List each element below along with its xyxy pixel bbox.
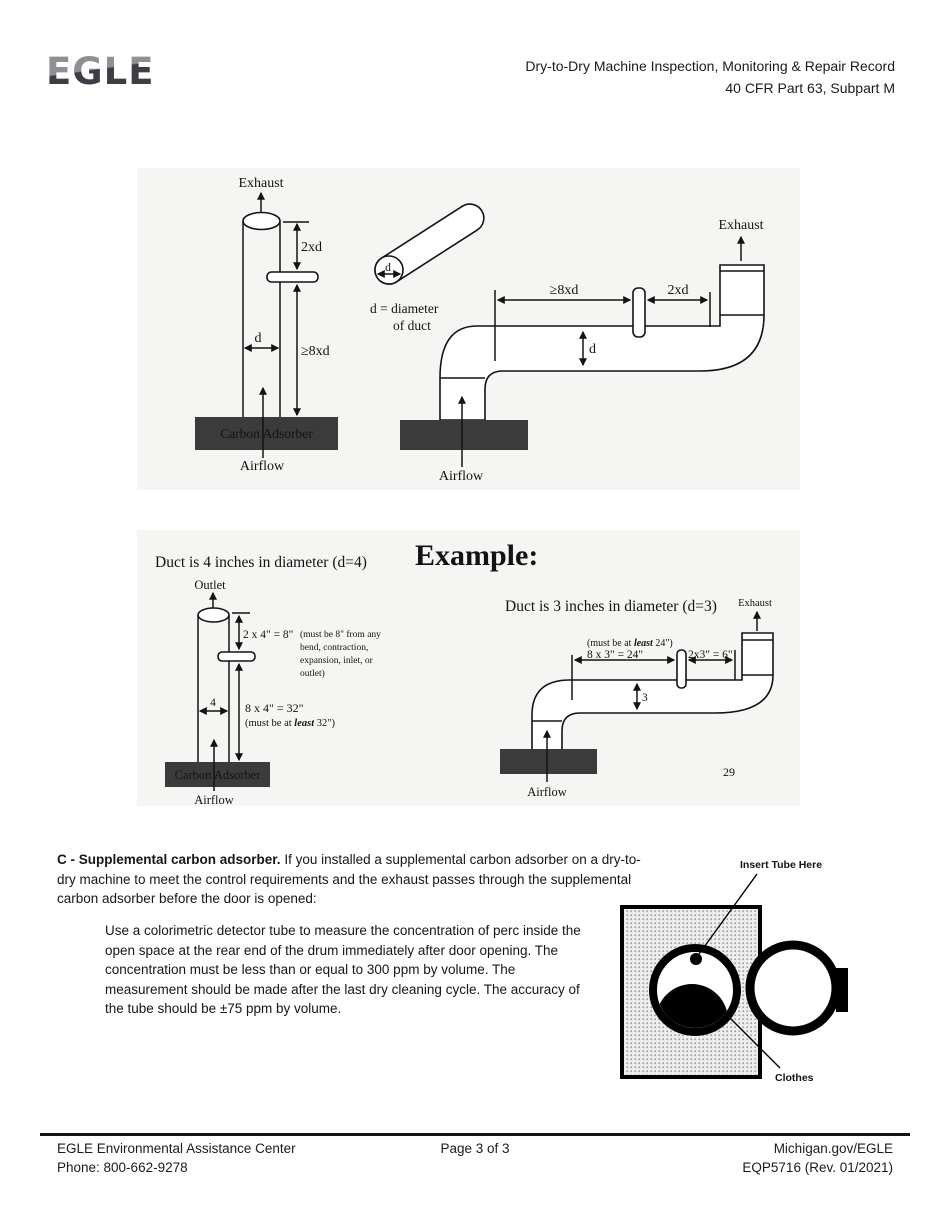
- duct-outline: [439, 264, 765, 421]
- horizontal-duct-diagram: ≥8xd 2xd d Exhaust Airflow: [400, 218, 765, 484]
- carbon-adsorber-label: Carbon Adsorber: [220, 426, 313, 441]
- dim-8x3-label: 8 x 3" = 24": [587, 649, 643, 661]
- insert-tube-label: Insert Tube Here: [740, 859, 822, 871]
- sampling-port: [676, 649, 687, 689]
- clothes-label: Clothes: [775, 1072, 814, 1084]
- duct-joint-lines: [440, 270, 764, 379]
- dim-8xd-label: ≥8xd: [301, 344, 330, 359]
- example-right-title: Duct is 3 inches in diameter (d=3): [505, 598, 717, 615]
- drum-figure: Insert Tube Here Clothes: [610, 850, 870, 1090]
- dim-top-label: 2 x 4" = 8": [243, 629, 293, 641]
- example-left-diagram: Duct is 4 inches in diameter (d=4) Outle…: [155, 554, 381, 806]
- airflow-label: Airflow: [194, 793, 234, 806]
- legend-d-label: d: [385, 262, 391, 274]
- dim-top-note: (must be 8" from any bend, contraction, …: [300, 629, 381, 679]
- dim-bottom-note: (must be at least 32"): [245, 718, 336, 729]
- carbon-adsorber-box: [195, 417, 338, 450]
- legend-line2: of duct: [393, 318, 431, 333]
- note-line-2: bend, contraction,: [300, 643, 368, 653]
- note-line-3: expansion, inlet, or: [300, 656, 374, 666]
- dim-ticks: [494, 290, 711, 361]
- example-svg: Example: Duct is 4 inches in diameter (d…: [155, 539, 774, 806]
- footer-rule: [40, 1133, 910, 1136]
- dim-2x3-label: 2x3" = 6": [688, 649, 733, 661]
- dim-d-label: d: [255, 331, 262, 346]
- clothes-pile: [657, 984, 728, 1028]
- section-c-intro-text: If you installed a supplemental carbon a…: [57, 852, 641, 906]
- example-figure: Example: Duct is 4 inches in diameter (d…: [137, 530, 800, 806]
- dim-d-label: 4: [210, 697, 216, 709]
- dim-2xd-label: 2xd: [301, 240, 322, 255]
- section-c-heading: C - Supplemental carbon adsorber.: [57, 852, 281, 867]
- note2-prefix: (must be at: [245, 718, 294, 729]
- note-suffix: 24"): [653, 638, 673, 649]
- dim-2xd-label: 2xd: [668, 283, 689, 298]
- dim-bottom-label: 8 x 4" = 32": [245, 701, 304, 715]
- sampling-port: [217, 651, 256, 662]
- duct-legend: d d = diameter of duct: [370, 203, 485, 333]
- dim-d-label: d: [589, 342, 596, 357]
- note2-least: least: [294, 718, 315, 729]
- sampling-port: [266, 271, 319, 283]
- duct-outline: [531, 632, 774, 751]
- note2-suffix: 32"): [314, 718, 335, 729]
- section-c-intro: C - Supplemental carbon adsorber. If you…: [57, 850, 645, 909]
- insert-tube-pointer-line: [698, 873, 758, 955]
- clothes-pointer-line: [726, 1014, 781, 1069]
- note-least: least: [634, 638, 654, 649]
- airflow-label: Airflow: [439, 469, 484, 484]
- duct-joint-lines: [532, 639, 773, 722]
- document-title-line1: Dry-to-Dry Machine Inspection, Monitorin…: [525, 58, 895, 74]
- section-c-body: Use a colorimetric detector tube to meas…: [105, 923, 581, 1016]
- document-title: Dry-to-Dry Machine Inspection, Monitorin…: [525, 55, 895, 99]
- example-heading: Example:: [415, 539, 538, 572]
- document-title-line2: 40 CFR Part 63, Subpart M: [725, 80, 895, 96]
- duct-diagram-svg: Exhaust 2xd ≥8xd d Carbon Adsorber Airfl…: [195, 176, 765, 484]
- exhaust-label: Exhaust: [738, 598, 772, 609]
- vertical-duct-diagram: Exhaust 2xd ≥8xd d Carbon Adsorber Airfl…: [195, 176, 338, 474]
- footer-phone: Phone: 800-662-9278: [57, 1159, 188, 1175]
- footer-right: Michigan.gov/EGLE EQP5716 (Rev. 01/2021): [742, 1140, 893, 1177]
- dim-d-label: 3: [642, 692, 648, 704]
- scan-page-number: 29: [723, 765, 735, 779]
- duct-diagram-figure: Exhaust 2xd ≥8xd d Carbon Adsorber Airfl…: [137, 168, 800, 490]
- door-hinge: [836, 968, 848, 1012]
- note-line-4: outlet): [300, 668, 325, 679]
- carbon-adsorber-label: Carbon Adsorber: [175, 768, 262, 782]
- open-door: [745, 940, 841, 1036]
- dim-8xd-label: ≥8xd: [550, 283, 579, 298]
- footer-org: EGLE Environmental Assistance Center: [57, 1141, 296, 1156]
- footer-site: Michigan.gov/EGLE: [773, 1141, 893, 1156]
- tube-insertion-point: [690, 953, 702, 965]
- carbon-adsorber-box: [400, 420, 528, 450]
- egle-logo: EGLE: [46, 50, 155, 93]
- duct-opening: [242, 211, 281, 231]
- example-left-title: Duct is 4 inches in diameter (d=4): [155, 554, 367, 571]
- dim-note: (must be at least 24"): [587, 638, 673, 649]
- airflow-label: Airflow: [240, 459, 285, 474]
- drum-svg: Insert Tube Here Clothes: [620, 859, 848, 1084]
- note-prefix: (must be at: [587, 638, 634, 649]
- outlet-label: Outlet: [194, 578, 226, 592]
- exhaust-label: Exhaust: [238, 176, 283, 191]
- sampling-port: [632, 287, 646, 338]
- footer-left: EGLE Environmental Assistance Center Pho…: [57, 1140, 296, 1177]
- exhaust-label: Exhaust: [718, 218, 763, 233]
- example-right-diagram: Duct is 3 inches in diameter (d=3) Exhau…: [500, 598, 774, 799]
- footer-doc-number: EQP5716 (Rev. 01/2021): [742, 1159, 893, 1175]
- note-line-1: (must be 8" from any: [300, 629, 381, 640]
- dim-ticks: [571, 650, 736, 700]
- footer-page-indicator: Page 3 of 3: [440, 1141, 510, 1156]
- airflow-label: Airflow: [527, 785, 567, 799]
- legend-line1: d = diameter: [370, 301, 439, 316]
- duct-opening: [197, 607, 230, 623]
- carbon-adsorber-box: [165, 762, 270, 787]
- carbon-adsorber-box: [500, 749, 597, 774]
